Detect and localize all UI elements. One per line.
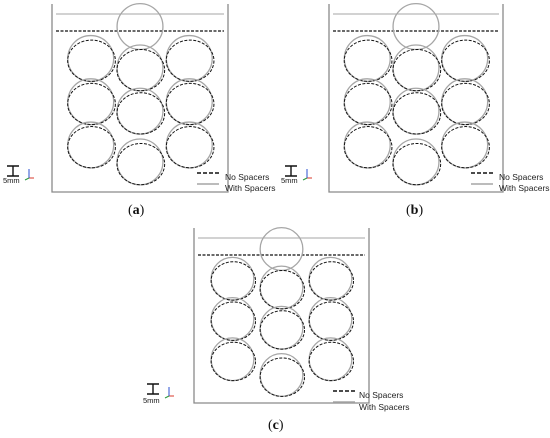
cell-with-spacers bbox=[308, 256, 353, 301]
cell-with-spacers bbox=[259, 265, 304, 310]
scale-bar-label: 5mm bbox=[143, 396, 160, 405]
cell-with-spacers bbox=[259, 305, 304, 350]
cell-no-spacers bbox=[67, 126, 116, 169]
cell-with-spacers bbox=[210, 337, 255, 382]
panel-caption-c: (c) bbox=[268, 418, 284, 433]
container-frame bbox=[51, 4, 229, 193]
container-frame bbox=[193, 228, 370, 404]
cell-no-spacers bbox=[116, 48, 166, 92]
cell-with-spacers bbox=[116, 87, 164, 135]
scale-bar bbox=[147, 383, 159, 395]
cell-no-spacers bbox=[441, 39, 490, 82]
legend-with-spacers-label: With Spacers bbox=[499, 183, 550, 193]
cell-with-spacers bbox=[165, 121, 213, 169]
cell-with-spacers bbox=[67, 34, 115, 83]
cell-no-spacers bbox=[210, 261, 257, 301]
cell-no-spacers bbox=[392, 142, 442, 186]
cell-with-spacers bbox=[343, 78, 391, 126]
cell-no-spacers bbox=[392, 48, 442, 92]
legend-no-spacers-label: No Spacers bbox=[499, 172, 544, 182]
cell-with-spacers bbox=[259, 226, 304, 272]
cell-no-spacers bbox=[259, 269, 306, 310]
cell-no-spacers bbox=[165, 126, 215, 169]
cell-no-spacers bbox=[308, 301, 355, 341]
cell-no-spacers bbox=[67, 39, 116, 82]
panel-caption-a: (a) bbox=[128, 203, 145, 218]
cell-with-spacers bbox=[441, 34, 489, 83]
cell-stack-diagram-b bbox=[285, 2, 504, 193]
cell-with-spacers bbox=[116, 2, 164, 51]
cell-no-spacers bbox=[165, 82, 215, 126]
scale-bar-label: 5mm bbox=[281, 176, 298, 185]
cell-with-spacers bbox=[343, 34, 391, 83]
panel-c: 5mm No Spacers With Spacers (c) bbox=[137, 222, 417, 438]
cell-with-spacers bbox=[116, 44, 164, 92]
cell-no-spacers bbox=[210, 341, 257, 382]
cell-with-spacers bbox=[259, 352, 304, 397]
cell-no-spacers bbox=[259, 357, 306, 397]
cell-with-spacers bbox=[343, 121, 391, 169]
legend-with-spacers-label: With Spacers bbox=[225, 183, 276, 193]
cell-with-spacers bbox=[392, 2, 440, 51]
legend-with-spacers-label: With Spacers bbox=[359, 402, 410, 412]
cell-with-spacers bbox=[392, 44, 440, 92]
cell-no-spacers bbox=[441, 126, 490, 169]
cell-with-spacers bbox=[67, 78, 115, 126]
axis-y-icon bbox=[24, 177, 30, 181]
cell-with-spacers bbox=[210, 297, 255, 342]
cell-with-spacers bbox=[308, 337, 353, 382]
cell-no-spacers bbox=[259, 310, 306, 350]
cell-no-spacers bbox=[165, 39, 215, 82]
cell-with-spacers bbox=[116, 138, 164, 186]
cell-no-spacers bbox=[343, 126, 393, 169]
container-frame bbox=[328, 4, 504, 193]
cell-with-spacers bbox=[165, 34, 213, 83]
scale-bar bbox=[285, 165, 297, 177]
cell-no-spacers bbox=[343, 39, 393, 82]
cell-no-spacers bbox=[116, 92, 166, 135]
cell-stack-diagram-a bbox=[7, 2, 229, 193]
legend-no-spacers-label: No Spacers bbox=[225, 172, 270, 182]
panel-caption-b: (b) bbox=[406, 203, 424, 218]
cell-no-spacers bbox=[343, 82, 393, 126]
panel-a: 5mm No Spacers With Spacers (a) bbox=[0, 0, 276, 225]
cell-no-spacers bbox=[210, 301, 257, 341]
cell-with-spacers bbox=[392, 87, 440, 135]
cell-no-spacers bbox=[308, 341, 355, 382]
cell-with-spacers bbox=[308, 297, 353, 342]
cell-with-spacers bbox=[165, 78, 213, 126]
scale-bar-label: 5mm bbox=[3, 176, 20, 185]
cell-no-spacers bbox=[116, 142, 166, 186]
cell-stack-diagram-c bbox=[147, 226, 370, 404]
axis-y-icon bbox=[164, 395, 170, 399]
cell-no-spacers bbox=[392, 92, 442, 135]
scale-bar bbox=[7, 165, 19, 177]
cell-with-spacers bbox=[392, 138, 440, 186]
cell-with-spacers bbox=[441, 121, 489, 169]
cell-no-spacers bbox=[308, 261, 355, 301]
cell-no-spacers bbox=[441, 82, 490, 126]
cell-with-spacers bbox=[67, 121, 115, 169]
legend-no-spacers-label: No Spacers bbox=[359, 390, 404, 400]
cell-with-spacers bbox=[210, 256, 255, 301]
cell-with-spacers bbox=[441, 78, 489, 126]
axis-y-icon bbox=[302, 177, 308, 181]
cell-no-spacers bbox=[67, 82, 116, 126]
panel-b: 5mm No Spacers With Spacers (b) bbox=[275, 0, 550, 225]
